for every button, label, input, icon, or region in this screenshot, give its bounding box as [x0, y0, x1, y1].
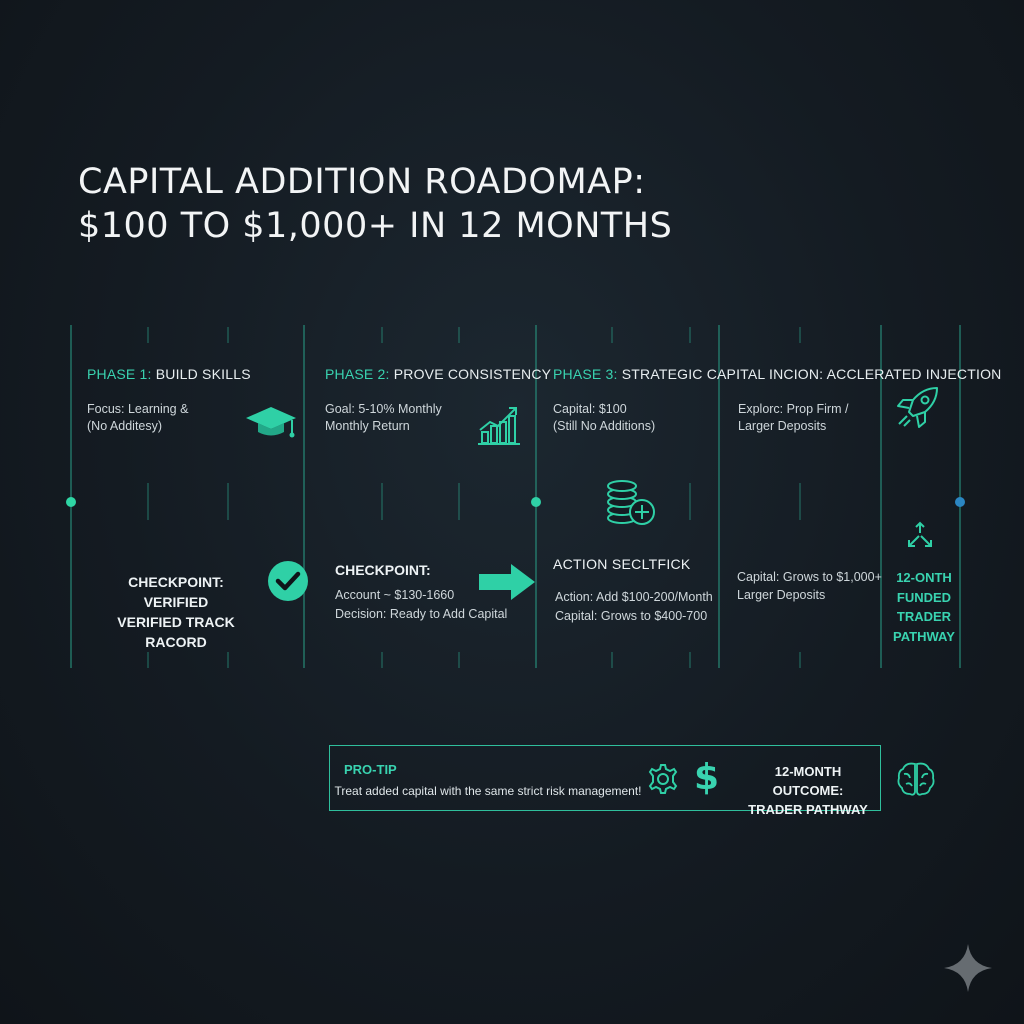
phase-1-label: PHASE 1:	[87, 366, 152, 382]
timeline-node	[531, 497, 541, 507]
checkpoint-2-heading: CHECKPOINT:	[335, 562, 431, 578]
phase-4-bottom: Capital: Grows to $1,000+ Larger Deposit…	[737, 568, 882, 604]
phase-3-body: Capital: $100 (Still No Additions)	[553, 401, 655, 435]
protip-box: PRO-TIP Treat added capital with the sam…	[329, 745, 881, 817]
check-circle-icon	[268, 561, 308, 601]
phase-3-line: (Still No Additions)	[553, 419, 656, 433]
timeline-node	[955, 497, 965, 507]
protip-outcome-line: TRADER PATHWAY	[748, 802, 868, 817]
phase-1-line: Focus: Learning &	[87, 402, 189, 416]
phase-3-title: PHASE 3: STRATEGIC CAPITAL INCION: ACCLE…	[553, 366, 1001, 382]
checkpoint-1: CHECKPOINT: VERIFIED VERIFIED TRACK RACO…	[96, 572, 256, 652]
phase-1-title: PHASE 1: BUILD SKILLS	[87, 366, 251, 382]
sparkle-icon	[944, 944, 992, 992]
phase-2-title: PHASE 2: PROVE CONSISTENCY	[325, 366, 551, 382]
phase-1-line: (No Additesy)	[87, 419, 163, 433]
phase-3-line: Capital: $100	[553, 402, 627, 416]
outcome-column-line: TRADER	[896, 609, 952, 624]
phase-4-bottom-line: Larger Deposits	[737, 588, 826, 602]
outcome-column-line: PATHWAY	[893, 628, 955, 644]
protip-outcome: 12-MONTH OUTCOME: TRADER PATHWAY	[738, 762, 878, 819]
phase-2-line: Monthly Return	[325, 419, 410, 433]
protip-text: Treat added capital with the same strict…	[334, 784, 642, 798]
rocket-icon	[897, 387, 938, 428]
phase-4-line: Larger Deposits	[738, 419, 827, 433]
action-line: Capital: Grows to $400-700	[555, 609, 708, 623]
phase-1-name: BUILD SKILLS	[155, 366, 251, 382]
dollar-icon: $	[694, 757, 720, 798]
outcome-column: 12-ONTH FUNDED TRADER PATHWAY	[884, 568, 964, 646]
title-line-1: CAPITAL ADDITION ROADOMAP:	[78, 162, 646, 202]
gear-icon	[648, 764, 678, 794]
checkpoint-2-line: Decision: Ready to Add Capital	[335, 607, 508, 621]
timeline-node	[66, 497, 76, 507]
checkpoint-1-line: VERIFIED TRACK RACORD	[117, 614, 235, 650]
phase-4-line: Explorc: Prop Firm /	[738, 402, 849, 416]
protip-label: PRO-TIP	[344, 762, 397, 777]
action-heading: ACTION SECLTFICK	[553, 556, 691, 572]
outcome-column-line: 12-ONTH	[896, 570, 952, 585]
title-line-2: $100 TO $1,000+ IN 12 MONTHS	[78, 206, 673, 246]
outcome-column-line: FUNDED	[896, 589, 952, 605]
page-title: CAPITAL ADDITION ROADOMAP: $100 TO $1,00…	[78, 160, 672, 248]
phase-3-name: STRATEGIC CAPITAL INCION: ACCLERATED INJ…	[621, 366, 1002, 382]
graduation-cap-icon	[246, 407, 296, 438]
phase-2-line: Goal: 5-10% Monthly	[325, 402, 442, 416]
phase-1-body: Focus: Learning & (No Additesy)	[87, 401, 188, 435]
phase-3-label: PHASE 3:	[553, 366, 618, 382]
phase-2-label: PHASE 2:	[325, 366, 390, 382]
protip-outcome-line: 12-MONTH OUTCOME:	[772, 764, 844, 798]
coins-plus-icon	[607, 480, 655, 525]
checkpoint-1-line: CHECKPOINT: VERIFIED	[128, 574, 224, 610]
phase-2-name: PROVE CONSISTENCY	[393, 366, 552, 382]
arrow-right-icon	[479, 564, 535, 600]
action-body: Action: Add $100-200/Month Capital: Grow…	[555, 588, 713, 626]
phase-2-body: Goal: 5-10% Monthly Monthly Return	[325, 401, 442, 435]
expand-arrows-icon	[908, 521, 932, 547]
action-line: Action: Add $100-200/Month	[555, 590, 713, 604]
phase-4-body: Explorc: Prop Firm / Larger Deposits	[738, 401, 848, 435]
checkpoint-2-body: Account ~ $130-1660 Decision: Ready to A…	[335, 586, 507, 624]
brain-icon	[897, 762, 935, 796]
phase-4-bottom-line: Capital: Grows to $1,000+	[737, 570, 882, 584]
checkpoint-2-line: Account ~ $130-1660	[335, 588, 455, 602]
bar-chart-growth-icon	[478, 407, 520, 445]
